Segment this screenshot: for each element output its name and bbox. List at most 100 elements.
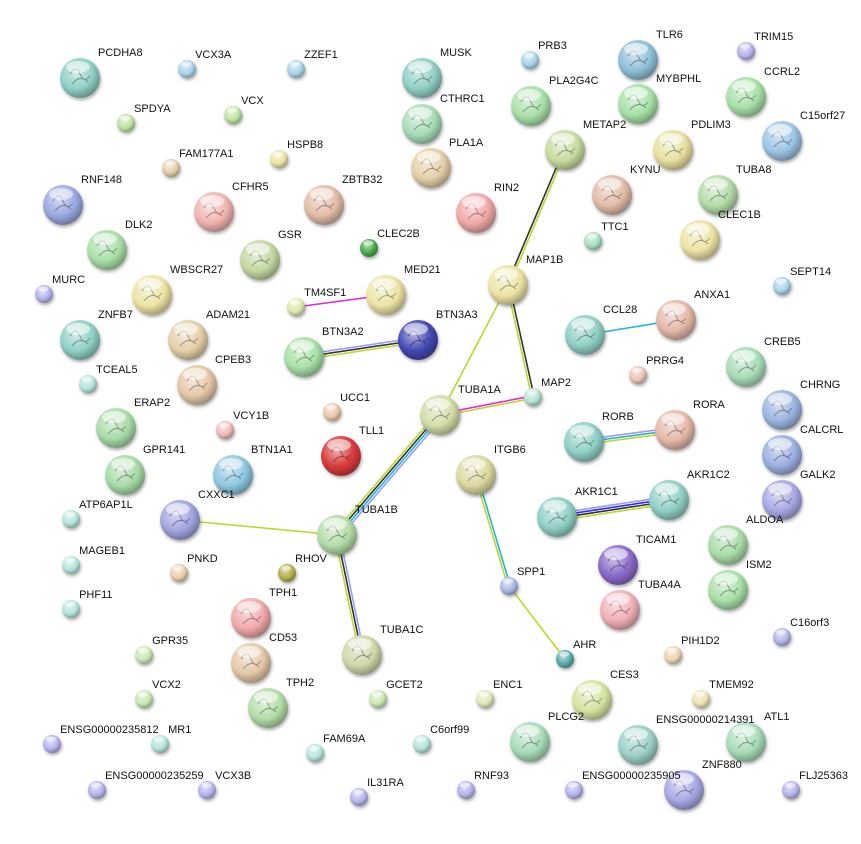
node-gcet2[interactable] xyxy=(369,690,387,708)
node-c15orf27[interactable] xyxy=(762,121,802,161)
node-btn3a2[interactable] xyxy=(284,337,324,377)
node-cfhr5[interactable] xyxy=(194,192,234,232)
node-vcx[interactable] xyxy=(224,106,242,124)
node-tm4sf1[interactable] xyxy=(287,298,305,316)
node-ucc1[interactable] xyxy=(323,403,341,421)
node-vcy1b[interactable] xyxy=(216,421,234,439)
node-prb3[interactable] xyxy=(521,51,539,69)
edge-map1b-tuba1a[interactable] xyxy=(439,284,509,416)
node-gsr[interactable] xyxy=(240,240,280,280)
node-musk[interactable] xyxy=(402,58,442,98)
node-erap2[interactable] xyxy=(96,408,136,448)
node-rnf148[interactable] xyxy=(43,185,83,225)
node-ensg00000235812[interactable] xyxy=(43,735,61,753)
node-flj25363[interactable] xyxy=(782,781,800,799)
node-fam69a[interactable] xyxy=(306,744,324,762)
node-ensg00000214391[interactable] xyxy=(618,725,658,765)
node-galk2[interactable] xyxy=(762,480,802,520)
node-cpeb3[interactable] xyxy=(177,365,217,405)
edge-spp1-ahr[interactable] xyxy=(508,585,566,660)
node-tph1[interactable] xyxy=(231,598,271,638)
node-ccrl2[interactable] xyxy=(726,77,766,117)
node-ticam1[interactable] xyxy=(598,545,638,585)
node-pcdha8[interactable] xyxy=(60,58,100,98)
node-gpr35[interactable] xyxy=(135,646,153,664)
node-il31ra[interactable] xyxy=(350,788,368,806)
node-fam177a1[interactable] xyxy=(162,159,180,177)
node-chrng[interactable] xyxy=(762,390,802,430)
node-kynu[interactable] xyxy=(592,175,632,215)
node-adam21[interactable] xyxy=(168,320,208,360)
edge-tuba1a-tuba1b[interactable] xyxy=(333,412,444,538)
node-med21[interactable] xyxy=(366,275,406,315)
node-trim15[interactable] xyxy=(737,42,755,60)
node-tceal5[interactable] xyxy=(79,375,97,393)
node-creb5[interactable] xyxy=(726,347,766,387)
node-rora[interactable] xyxy=(655,410,695,450)
node-tph2[interactable] xyxy=(248,688,288,728)
node-ensg00000235905[interactable] xyxy=(565,781,583,799)
node-prrg4[interactable] xyxy=(629,366,647,384)
node-murc[interactable] xyxy=(35,285,53,303)
node-pdlim3[interactable] xyxy=(653,130,693,170)
node-enc1[interactable] xyxy=(476,690,494,708)
node-map1b[interactable] xyxy=(488,265,528,305)
node-ism2[interactable] xyxy=(708,570,748,610)
node-hspb8[interactable] xyxy=(270,150,288,168)
node-tuba1a[interactable] xyxy=(420,395,460,435)
node-tlr6[interactable] xyxy=(618,40,658,80)
node-tll1[interactable] xyxy=(321,436,361,476)
node-metap2[interactable] xyxy=(545,130,585,170)
node-rorb[interactable] xyxy=(564,422,604,462)
node-itgb6[interactable] xyxy=(456,455,496,495)
node-plcg2[interactable] xyxy=(510,722,550,762)
node-ahr[interactable] xyxy=(556,650,574,668)
node-pih1d2[interactable] xyxy=(664,646,682,664)
node-dlk2[interactable] xyxy=(87,230,127,270)
node-rnf93[interactable] xyxy=(457,781,475,799)
node-c6orf99[interactable] xyxy=(413,735,431,753)
node-ccl28[interactable] xyxy=(565,315,605,355)
edge-tuba1b-cxxc1[interactable] xyxy=(179,519,338,536)
node-cxxc1[interactable] xyxy=(160,500,200,540)
node-mr1[interactable] xyxy=(151,735,169,753)
node-clec2b[interactable] xyxy=(360,239,378,257)
node-znfb7[interactable] xyxy=(60,320,100,360)
node-tuba1b[interactable] xyxy=(317,515,357,555)
node-pla2g4c[interactable] xyxy=(511,86,551,126)
node-aldoa[interactable] xyxy=(708,525,748,565)
node-tmem92[interactable] xyxy=(692,690,710,708)
node-spp1[interactable] xyxy=(500,577,518,595)
node-vcx2[interactable] xyxy=(135,690,153,708)
node-map2[interactable] xyxy=(524,388,542,406)
node-sept14[interactable] xyxy=(773,277,791,295)
node-mybphl[interactable] xyxy=(618,84,658,124)
node-gpr141[interactable] xyxy=(105,455,145,495)
node-vcx3b[interactable] xyxy=(198,781,216,799)
node-c16orf3[interactable] xyxy=(773,628,791,646)
node-calcrl[interactable] xyxy=(762,435,802,475)
node-pnkd[interactable] xyxy=(170,564,188,582)
node-tuba1c[interactable] xyxy=(342,635,382,675)
node-ensg00000235259[interactable] xyxy=(88,781,106,799)
node-btn3a3[interactable] xyxy=(398,320,438,360)
edge-map1b-metap2[interactable] xyxy=(506,149,567,286)
node-atp6ap1l[interactable] xyxy=(62,510,80,528)
node-rhov[interactable] xyxy=(278,564,296,582)
node-zzef1[interactable] xyxy=(287,60,305,78)
node-clec1b[interactable] xyxy=(680,220,720,260)
node-atl1[interactable] xyxy=(726,722,766,762)
node-cthrc1[interactable] xyxy=(402,104,442,144)
edge-tuba1b-tuba1c[interactable] xyxy=(333,534,366,656)
node-vcx3a[interactable] xyxy=(178,60,196,78)
node-zbtb32[interactable] xyxy=(304,185,344,225)
node-spdya[interactable] xyxy=(117,114,135,132)
node-tuba8[interactable] xyxy=(698,175,738,215)
node-znf880[interactable] xyxy=(664,770,704,810)
node-phf11[interactable] xyxy=(62,600,80,618)
node-tuba4a[interactable] xyxy=(600,590,640,630)
node-mageb1[interactable] xyxy=(62,556,80,574)
node-ces3[interactable] xyxy=(572,680,612,720)
node-ttc1[interactable] xyxy=(584,232,602,250)
node-pla1a[interactable] xyxy=(411,148,451,188)
